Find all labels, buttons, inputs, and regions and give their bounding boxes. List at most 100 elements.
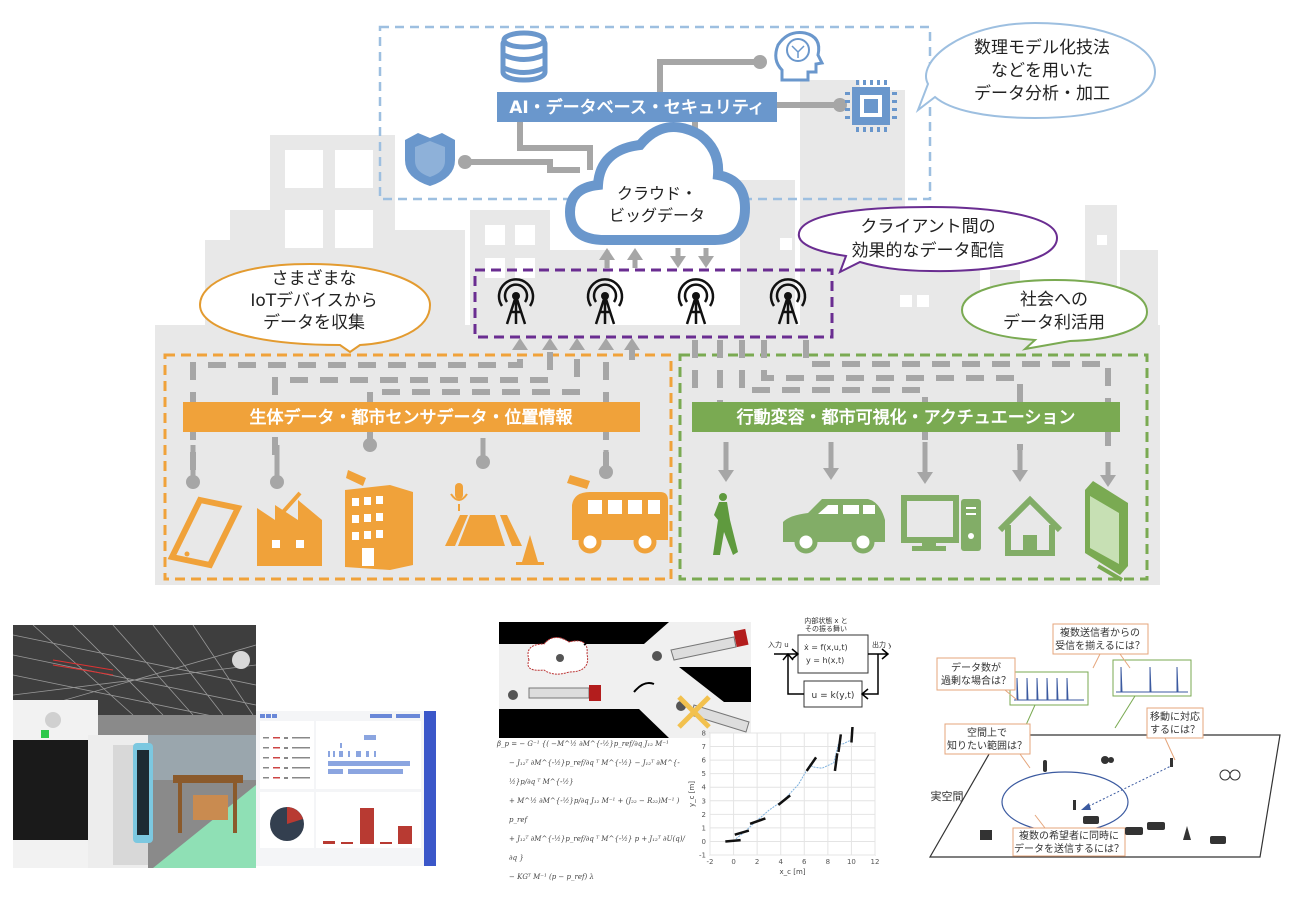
dashboard-bar xyxy=(360,808,374,844)
y-tick-label: 0 xyxy=(702,838,706,846)
svg-text:などを用いた: などを用いた xyxy=(991,61,1093,81)
svg-text:データを収集: データを収集 xyxy=(263,312,365,333)
pose-segment xyxy=(734,829,750,836)
svg-text:受信を揃えるには？: 受信を揃えるには？ xyxy=(1055,639,1145,652)
svg-text:内部状態 x と: 内部状態 x と xyxy=(804,616,848,625)
car-icon xyxy=(1147,822,1165,830)
svg-text:社会への: 社会への xyxy=(1020,290,1088,310)
svg-text:入力 u: 入力 u xyxy=(768,640,789,649)
svg-text:移動に対応: 移動に対応 xyxy=(1150,710,1200,723)
input-devices xyxy=(167,470,668,570)
svg-text:データ数が: データ数が xyxy=(951,661,1001,674)
input-arrowheads xyxy=(512,338,640,350)
car-icon xyxy=(783,499,885,554)
utilize-bubble: 社会への データ利活用 xyxy=(960,278,1149,351)
svg-text:y = h(x,t): y = h(x,t) xyxy=(806,656,844,665)
delivery-bubble: クライアント間の 効果的なデータ配信 xyxy=(797,205,1059,275)
y-tick-label: 8 xyxy=(702,730,706,738)
x-tick-label: 6 xyxy=(802,858,807,866)
svg-text:知りたい範囲は？: 知りたい範囲は？ xyxy=(947,739,1027,752)
snake-robot-illustration xyxy=(499,622,751,738)
output-devices xyxy=(713,481,1128,582)
svg-text:データ利活用: データ利活用 xyxy=(1003,312,1105,333)
callout-mobility: 移動に対応 するには？ xyxy=(1146,707,1204,761)
dashboard-bar xyxy=(380,842,392,844)
x-tick-label: 4 xyxy=(778,858,783,866)
input-region-border xyxy=(163,353,673,581)
svg-text:その振る舞い: その振る舞い xyxy=(805,624,847,633)
shield-icon xyxy=(405,133,455,186)
realspace-network-diagram: 実空間 複数送信者からの 受信を揃えるには？ データ数が 過剰な場合は？ 空間上… xyxy=(928,623,1281,858)
car-icon xyxy=(1083,816,1099,824)
walking-person-icon xyxy=(713,493,738,555)
x-axis-label: x_c [m] xyxy=(780,868,806,876)
x-tick-label: 12 xyxy=(871,858,880,866)
y-tick-label: 1 xyxy=(702,824,706,832)
output-band-label: 行動変容・都市可視化・アクチュエーション xyxy=(736,407,1076,428)
y-tick-label: -1 xyxy=(699,852,706,860)
pose-segment xyxy=(837,734,843,753)
traffic-cone-icon xyxy=(1183,826,1191,840)
callout-multicast: 複数の希望者に同時に データを送信するには？ xyxy=(1012,814,1126,857)
svg-text:ビッグデータ: ビッグデータ xyxy=(609,206,705,225)
monitoring-dashboard xyxy=(256,711,436,866)
ai-brain-icon xyxy=(774,31,825,82)
smartphone-icon xyxy=(167,496,243,569)
dashboard-bar xyxy=(341,842,353,844)
car-icon xyxy=(1125,827,1143,835)
controller-block xyxy=(803,680,863,708)
input-band xyxy=(183,402,640,432)
svg-text:過剰な場合は？: 過剰な場合は？ xyxy=(941,674,1011,687)
dashboard-bar xyxy=(323,841,335,844)
x-tick-label: -2 xyxy=(707,858,714,866)
svg-text:u = k(y,t): u = k(y,t) xyxy=(812,691,855,701)
movement-arrow xyxy=(1084,764,1174,809)
x-tick-label: 2 xyxy=(755,858,759,866)
dashboard-pie-slice-minor xyxy=(287,807,303,824)
input-connectors xyxy=(186,432,613,489)
x-tick-label: 0 xyxy=(731,858,735,866)
thermometer-icon xyxy=(1043,760,1047,772)
svg-text:クラウド・: クラウド・ xyxy=(617,184,697,203)
svg-text:複数の希望者に同時に: 複数の希望者に同時に xyxy=(1019,829,1119,842)
antenna-tower-icon xyxy=(769,278,807,325)
output-arrows xyxy=(718,442,1116,487)
svg-text:データ分析・加工: データ分析・加工 xyxy=(974,83,1110,104)
desktop-pc-icon xyxy=(901,495,981,551)
signage-display-icon xyxy=(1085,481,1128,582)
signal-plot-sparse xyxy=(1112,659,1192,697)
svg-text:さまざまな: さまざまな xyxy=(272,268,357,289)
analysis-bubble: 数理モデル化技法 などを用いた データ分析・加工 xyxy=(915,21,1157,120)
svg-text:複数送信者からの: 複数送信者からの xyxy=(1060,626,1140,639)
chip-icon xyxy=(845,80,897,132)
svg-text:クライアント間の: クライアント間の xyxy=(860,217,995,237)
walking-person-icon xyxy=(1170,758,1173,767)
svg-text:ẋ = f(x,u,t): ẋ = f(x,u,t) xyxy=(804,643,848,652)
car-icon xyxy=(1210,836,1226,844)
dashboard-sidebar xyxy=(424,711,436,866)
person-icon xyxy=(1073,800,1076,810)
building-icon xyxy=(980,830,992,840)
y-tick-label: 7 xyxy=(702,743,706,751)
y-tick-label: 6 xyxy=(702,757,707,765)
output-region-border xyxy=(678,353,1149,581)
building-camera-icon xyxy=(345,470,413,570)
cloud-arrows xyxy=(599,248,714,268)
vr-warehouse-scene xyxy=(13,625,256,868)
svg-text:するには？: するには？ xyxy=(1150,724,1200,736)
pose-segment xyxy=(777,794,791,806)
x-tick-label: 10 xyxy=(847,858,856,866)
antenna-group xyxy=(497,278,807,325)
database-icon xyxy=(500,30,548,83)
svg-text:出力 y: 出力 y xyxy=(872,640,891,649)
input-band-label: 生体データ・都市センサデータ・位置情報 xyxy=(250,407,574,428)
factory-icon xyxy=(257,491,322,566)
callout-excess: データ数が 過剰な場合は？ xyxy=(936,657,1018,701)
svg-text:空間上で: 空間上で xyxy=(967,726,1007,739)
pose-segment xyxy=(725,838,741,843)
system-block xyxy=(797,634,869,674)
dynamics-formula: β_p = − G⁻¹ {( −M^½ ∂M^{-½}p_ref/∂q J₁₂ … xyxy=(497,740,685,881)
callout-range: 空間上で 知りたい範囲は？ xyxy=(944,723,1031,769)
callout-sync: 複数送信者からの 受信を揃えるには？ xyxy=(1052,623,1149,669)
